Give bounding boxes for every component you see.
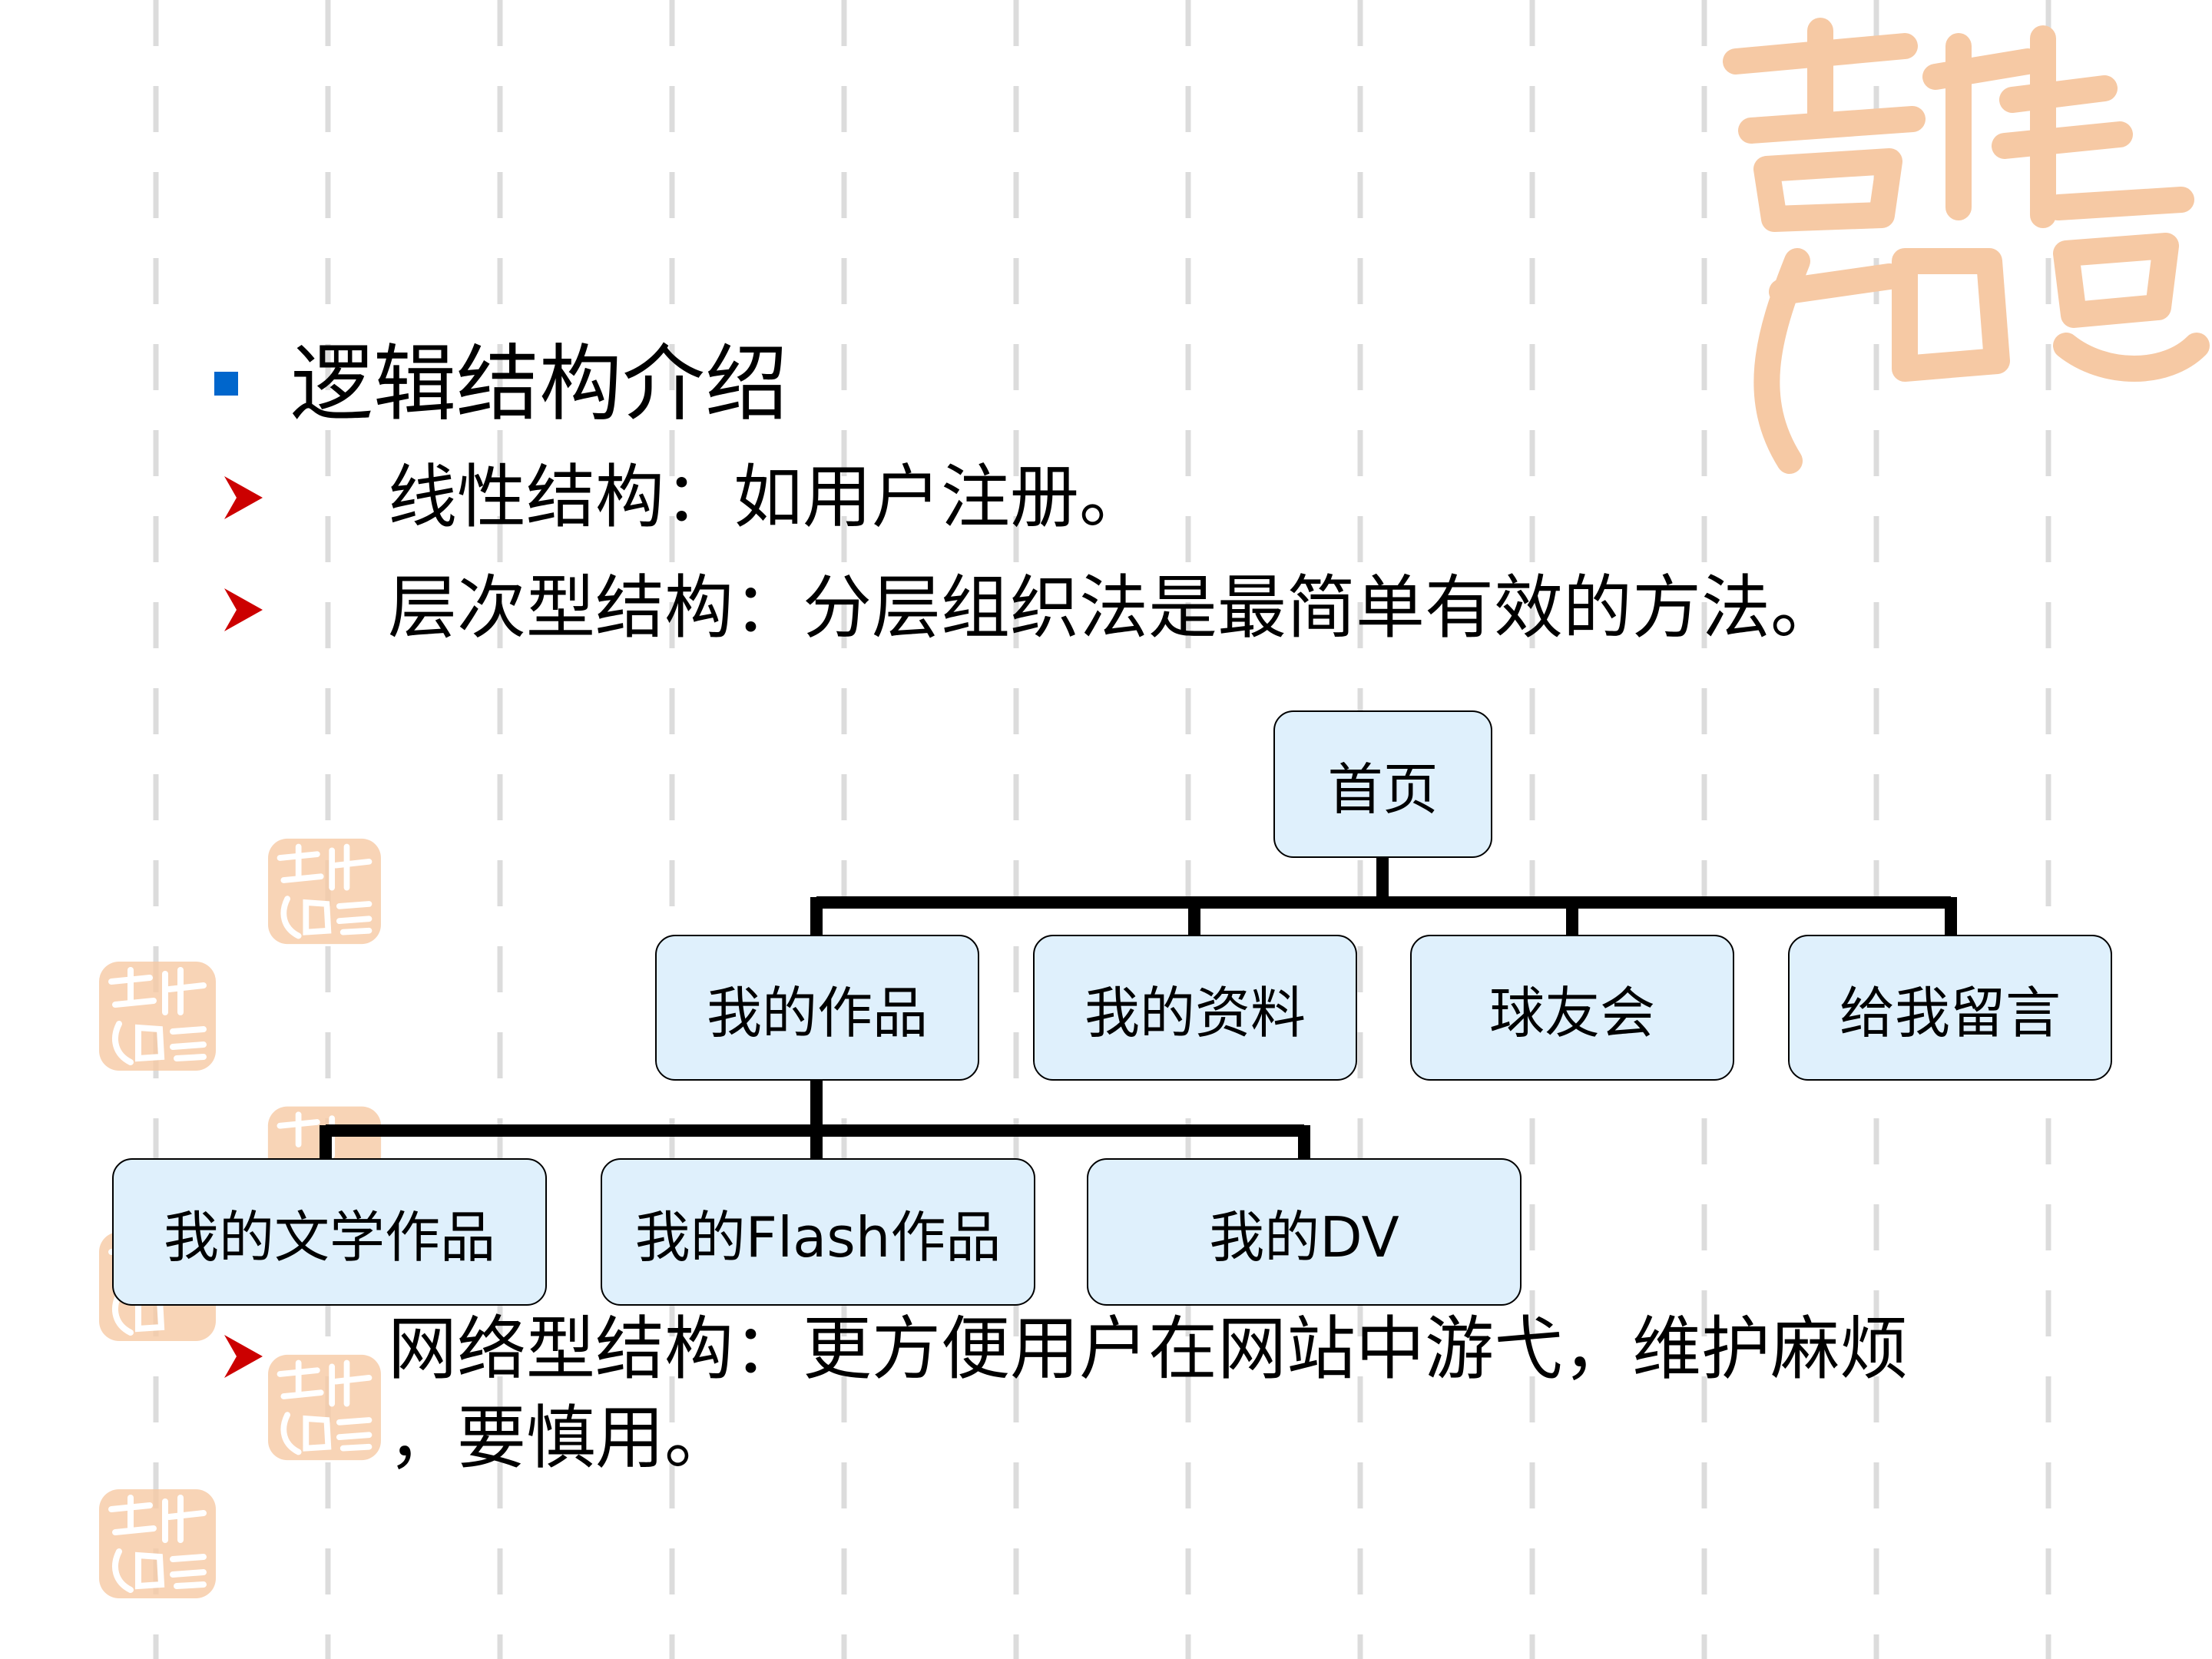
bullet-text-hierarchical: 层次型结构：分层组织法是最简单有效的方法。 <box>388 568 1839 648</box>
bullet-text-network-line2: ，要慎用。 <box>388 1398 733 1479</box>
bullet-text-linear: 线性结构：如用户注册。 <box>388 457 1148 538</box>
tree-node-home: 首页 <box>1273 710 1492 858</box>
heading-bullet-square <box>214 372 238 396</box>
tree-node-guestbook: 给我留言 <box>1788 935 2112 1081</box>
small-seal-1 <box>268 838 381 945</box>
slide-heading: 逻辑结构介绍 <box>290 336 789 432</box>
tree-node-flash-works: 我的Flash作品 <box>601 1158 1035 1306</box>
tree-node-club: 球友会 <box>1410 935 1734 1081</box>
bullet-text-network-line1: 网络型结构：更方便用户在网站中游弋，维护麻烦 <box>388 1309 1909 1389</box>
tree-node-literary-works: 我的文学作品 <box>112 1158 547 1306</box>
tree-node-my-dv: 我的DV <box>1087 1158 1522 1306</box>
small-seal-2 <box>99 962 216 1071</box>
tree-node-my-profile: 我的资料 <box>1033 935 1357 1081</box>
arrow-bullet-icon-1 <box>224 476 263 519</box>
large-seal-watermark <box>1723 18 2210 474</box>
small-seal-5 <box>268 1354 381 1461</box>
arrow-bullet-icon-3 <box>224 1335 263 1378</box>
arrow-bullet-icon-2 <box>224 588 263 631</box>
small-seal-6 <box>99 1489 216 1598</box>
tree-node-my-works: 我的作品 <box>655 935 979 1081</box>
